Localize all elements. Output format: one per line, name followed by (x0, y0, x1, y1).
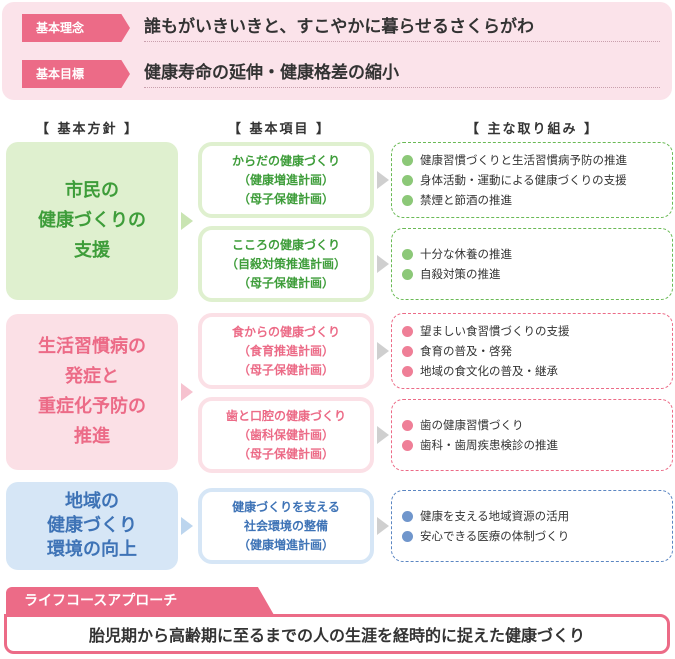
basic-goal-tag: 基本目標 (22, 60, 130, 88)
bullet-dot-icon (402, 530, 413, 542)
item-body-health: からだの健康づくり （健康増進計画） （母子保健計画） (198, 142, 374, 218)
basic-principle-text: 誰もがいきいきと、すこやかに暮らせるさくらがわ (144, 14, 660, 42)
list-item: 歯の健康習慣づくり (402, 415, 662, 435)
basic-goal-row: 基本目標 健康寿命の延伸・健康格差の縮小 (22, 60, 662, 88)
item-mental-health: こころの健康づくり （自殺対策推進計画） （母子保健計画） (198, 226, 374, 302)
bullet-dot-icon (402, 325, 413, 337)
item-label: 歯と口腔の健康づくり （歯科保健計画） （母子保健計画） (225, 408, 346, 461)
arrow-right-icon (377, 342, 389, 360)
list-item: 健康を支える地域資源の活用 (402, 506, 662, 526)
arrow-right-icon (377, 171, 389, 189)
arrow-right-icon (377, 517, 389, 535)
list-item: 望ましい食習慣づくりの支援 (402, 321, 662, 341)
item-oral-health: 歯と口腔の健康づくり （歯科保健計画） （母子保健計画） (198, 397, 374, 473)
list-item: 身体活動・運動による健康づくりの支援 (402, 170, 662, 190)
item-label: 食からの健康づくり （食育推進計画） （母子保健計画） (231, 324, 340, 377)
list-item: 安心できる医療の体制づくり (402, 526, 662, 546)
arrow-right-icon (181, 383, 193, 401)
initiative-group: 望ましい食習慣づくりの支援 食育の普及・啓発 地域の食文化の普及・継承 (391, 313, 673, 389)
list-item: 地域の食文化の普及・継承 (402, 361, 662, 381)
lifecourse-box: 胎児期から高齢期に至るまでの人の生涯を経時的に捉えた健康づくり (4, 614, 670, 654)
initiative-group: 健康を支える地域資源の活用 安心できる医療の体制づくり (391, 490, 673, 562)
bullet-dot-icon (402, 268, 413, 280)
policy-disease-prevention: 生活習慣病の 発症と 重症化予防の 推進 (6, 314, 178, 470)
bullet-dot-icon (402, 174, 413, 186)
arrow-right-icon (181, 212, 193, 230)
bullet-dot-icon (402, 194, 413, 206)
item-label: こころの健康づくり （自殺対策推進計画） （母子保健計画） (225, 237, 346, 290)
list-item: 健康習慣づくりと生活習慣病予防の推進 (402, 150, 662, 170)
header-policy: 【 基本方針 】 (36, 122, 140, 137)
bullet-dot-icon (402, 345, 413, 357)
item-label: 健康づくりを支える 社会環境の整備 （健康増進計画） (232, 499, 340, 552)
list-item: 十分な休養の推進 (402, 244, 662, 264)
principle-banner: 基本理念 誰もがいきいきと、すこやかに暮らせるさくらがわ 基本目標 健康寿命の延… (2, 2, 672, 100)
list-item: 歯科・歯周疾患検診の推進 (402, 435, 662, 455)
arrow-right-icon (377, 255, 389, 273)
policy-label: 生活習慣病の 発症と 重症化予防の 推進 (38, 336, 146, 447)
bullet-dot-icon (402, 248, 413, 260)
policy-label: 市民の 健康づくりの 支援 (38, 180, 146, 261)
policy-health-support: 市民の 健康づくりの 支援 (6, 142, 178, 300)
initiative-group: 歯の健康習慣づくり 歯科・歯周疾患検診の推進 (391, 399, 673, 471)
item-label: からだの健康づくり （健康増進計画） （母子保健計画） (231, 153, 340, 206)
bullet-dot-icon (402, 439, 413, 451)
bullet-dot-icon (402, 154, 413, 166)
header-item: 【 基本項目 】 (228, 122, 332, 137)
item-social-environment: 健康づくりを支える 社会環境の整備 （健康増進計画） (198, 488, 374, 564)
header-initiative: 【 主な取り組み 】 (466, 122, 600, 137)
item-food-health: 食からの健康づくり （食育推進計画） （母子保健計画） (198, 313, 374, 389)
list-item: 食育の普及・啓発 (402, 341, 662, 361)
initiative-group: 十分な休養の推進 自殺対策の推進 (391, 228, 673, 300)
arrow-right-icon (181, 517, 193, 535)
bullet-dot-icon (402, 510, 413, 522)
list-item: 禁煙と節酒の推進 (402, 190, 662, 210)
bullet-dot-icon (402, 365, 413, 377)
basic-principle-tag: 基本理念 (22, 14, 130, 42)
lifecourse-text: 胎児期から高齢期に至るまでの人の生涯を経時的に捉えた健康づくり (88, 626, 585, 645)
bullet-dot-icon (402, 419, 413, 431)
policy-label: 地域の 健康づくり 環境の向上 (47, 491, 137, 560)
basic-goal-text: 健康寿命の延伸・健康格差の縮小 (144, 60, 660, 88)
arrow-right-icon (377, 426, 389, 444)
basic-principle-row: 基本理念 誰もがいきいきと、すこやかに暮らせるさくらがわ (22, 14, 662, 42)
policy-community-environment: 地域の 健康づくり 環境の向上 (6, 482, 178, 570)
lifecourse-tab: ライフコースアプローチ (6, 587, 274, 615)
list-item: 自殺対策の推進 (402, 264, 662, 284)
initiative-group: 健康習慣づくりと生活習慣病予防の推進 身体活動・運動による健康づくりの支援 禁煙… (391, 142, 673, 218)
